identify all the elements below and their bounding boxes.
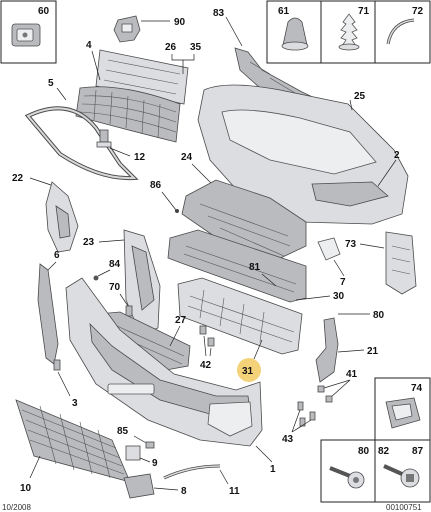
callout-3: 3: [72, 398, 78, 409]
clip-3: [53, 359, 61, 371]
inset-box-82-87: [374, 439, 431, 503]
bracket-74: [385, 397, 421, 429]
callout-23: 23: [83, 237, 95, 248]
callout-27: 27: [175, 315, 187, 326]
cover-7: [317, 237, 341, 261]
callout-70: 70: [109, 282, 121, 293]
callout-60: 60: [38, 6, 50, 17]
cover-9: [125, 445, 141, 461]
screw-82-87: [383, 464, 420, 488]
callout-24: 24: [181, 152, 193, 163]
seal-strip-72: [386, 18, 415, 45]
callout-35: 35: [190, 42, 202, 53]
callout-80a: 80: [373, 310, 385, 321]
screw-80: [329, 466, 365, 489]
inset-box-80: [320, 439, 376, 503]
upper-grille-4: [75, 86, 181, 143]
callout-42: 42: [200, 360, 212, 371]
fir-tree-clip-71: [338, 13, 360, 51]
trim-strip-11: [163, 464, 221, 480]
callout-10: 10: [20, 483, 32, 494]
callout-6: 6: [54, 250, 60, 261]
callout-83: 83: [213, 8, 225, 19]
under-tray-24: [181, 179, 307, 263]
callout-4: 4: [86, 40, 92, 51]
clips-43: [297, 401, 316, 427]
callout-9: 9: [152, 458, 158, 469]
tow-cover-8: [123, 473, 155, 499]
side-bracket-21: [315, 317, 339, 383]
inset-box-72: [374, 0, 431, 64]
callout-84: 84: [109, 259, 121, 270]
callout-7: 7: [340, 277, 346, 288]
callout-85: 85: [117, 426, 129, 437]
callout-11: 11: [229, 486, 240, 497]
callout-30: 30: [333, 291, 345, 302]
callout-81: 81: [249, 262, 261, 273]
clip-12: [96, 129, 112, 148]
footer-date-code: 10/2008: [2, 503, 31, 512]
callout-26: 26: [165, 42, 177, 53]
bracket-73: [385, 231, 417, 295]
footer-ref-code: 00100751: [386, 503, 422, 512]
highlight-marker-31: [237, 358, 261, 382]
callout-22: 22: [12, 173, 24, 184]
clips-42: [199, 325, 215, 347]
callout-71: 71: [358, 6, 370, 17]
callout-1: 1: [270, 464, 276, 475]
callout-21: 21: [367, 346, 379, 357]
callout-25: 25: [354, 91, 366, 102]
bracket-90: [113, 15, 141, 43]
push-clip-61: [281, 17, 309, 51]
clip-part-60: [11, 23, 41, 47]
upper-bumper-skin-2: [197, 84, 409, 225]
callout-61: 61: [278, 6, 290, 17]
front-bumper-1: [65, 277, 263, 447]
callout-31: 31: [242, 366, 254, 377]
callout-73: 73: [345, 239, 357, 250]
lower-absorber-30: [177, 277, 303, 355]
callout-5: 5: [48, 78, 54, 89]
callout-90: 90: [174, 17, 186, 28]
energy-absorber-23: [123, 229, 161, 335]
callout-74: 74: [411, 383, 423, 394]
side-bracket-22: [45, 181, 79, 253]
callout-82: 82: [378, 446, 390, 457]
callout-72: 72: [412, 6, 424, 17]
callout-86: 86: [150, 180, 162, 191]
callout-80b: 80: [358, 446, 370, 457]
clips-41: [317, 385, 333, 403]
callout-8: 8: [181, 486, 187, 497]
callout-2: 2: [394, 150, 400, 161]
callout-41: 41: [346, 369, 358, 380]
callout-43: 43: [282, 434, 294, 445]
callout-12: 12: [134, 152, 146, 163]
callout-87: 87: [412, 446, 424, 457]
lower-grille-10: [15, 399, 131, 483]
side-guide-6: [37, 263, 59, 365]
